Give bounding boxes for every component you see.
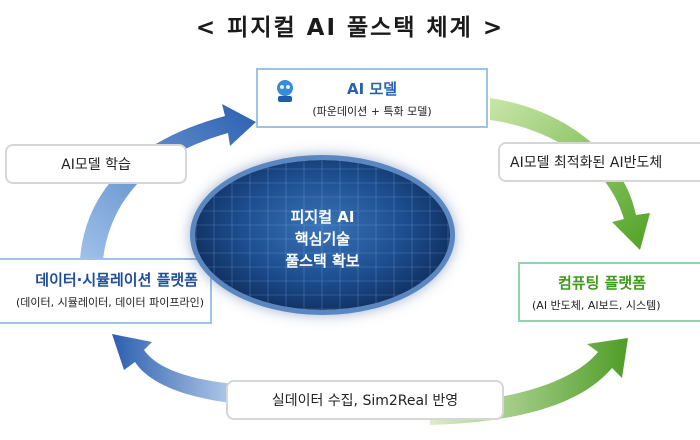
center-line-1: 피지컬 AI: [290, 208, 355, 226]
arrow-bottom-left: [112, 334, 250, 405]
page-title: < 피지컬 AI 풀스택 체계 >: [195, 15, 505, 41]
center-line-3: 풀스택 확보: [285, 252, 360, 270]
computing-platform-subtitle: (AI 반도체, AI보드, 시스템): [532, 299, 661, 312]
robot-icon: [272, 78, 298, 104]
core-tech-ellipse: 피지컬 AI 핵심기술 풀스택 확보: [195, 160, 450, 310]
center-line-2: 핵심기술: [294, 230, 351, 248]
data-simulation-subtitle: (데이터, 시뮬레이터, 데이터 파이프라인): [16, 296, 204, 309]
label-real-data-sim2real: 실데이터 수집, Sim2Real 반영: [226, 380, 504, 420]
computing-platform-box: 컴퓨팅 플랫폼 (AI 반도체, AI보드, 시스템): [518, 262, 700, 322]
data-simulation-title: 데이터·시뮬레이션 플랫폼: [35, 271, 198, 289]
ai-model-box: AI 모델 (파운데이션 + 특화 모델): [256, 68, 488, 128]
computing-platform-title: 컴퓨팅 플랫폼: [558, 274, 647, 292]
ai-model-title: AI 모델: [346, 80, 397, 98]
label-ai-model-training: AI모델 학습: [5, 144, 187, 184]
data-simulation-box: 데이터·시뮬레이션 플랫폼 (데이터, 시뮬레이터, 데이터 파이프라인): [0, 258, 212, 324]
ai-model-subtitle: (파운데이션 + 특화 모델): [312, 105, 432, 118]
label-ai-optimized-chip: AI모델 최적화된 AI반도체: [498, 142, 700, 182]
